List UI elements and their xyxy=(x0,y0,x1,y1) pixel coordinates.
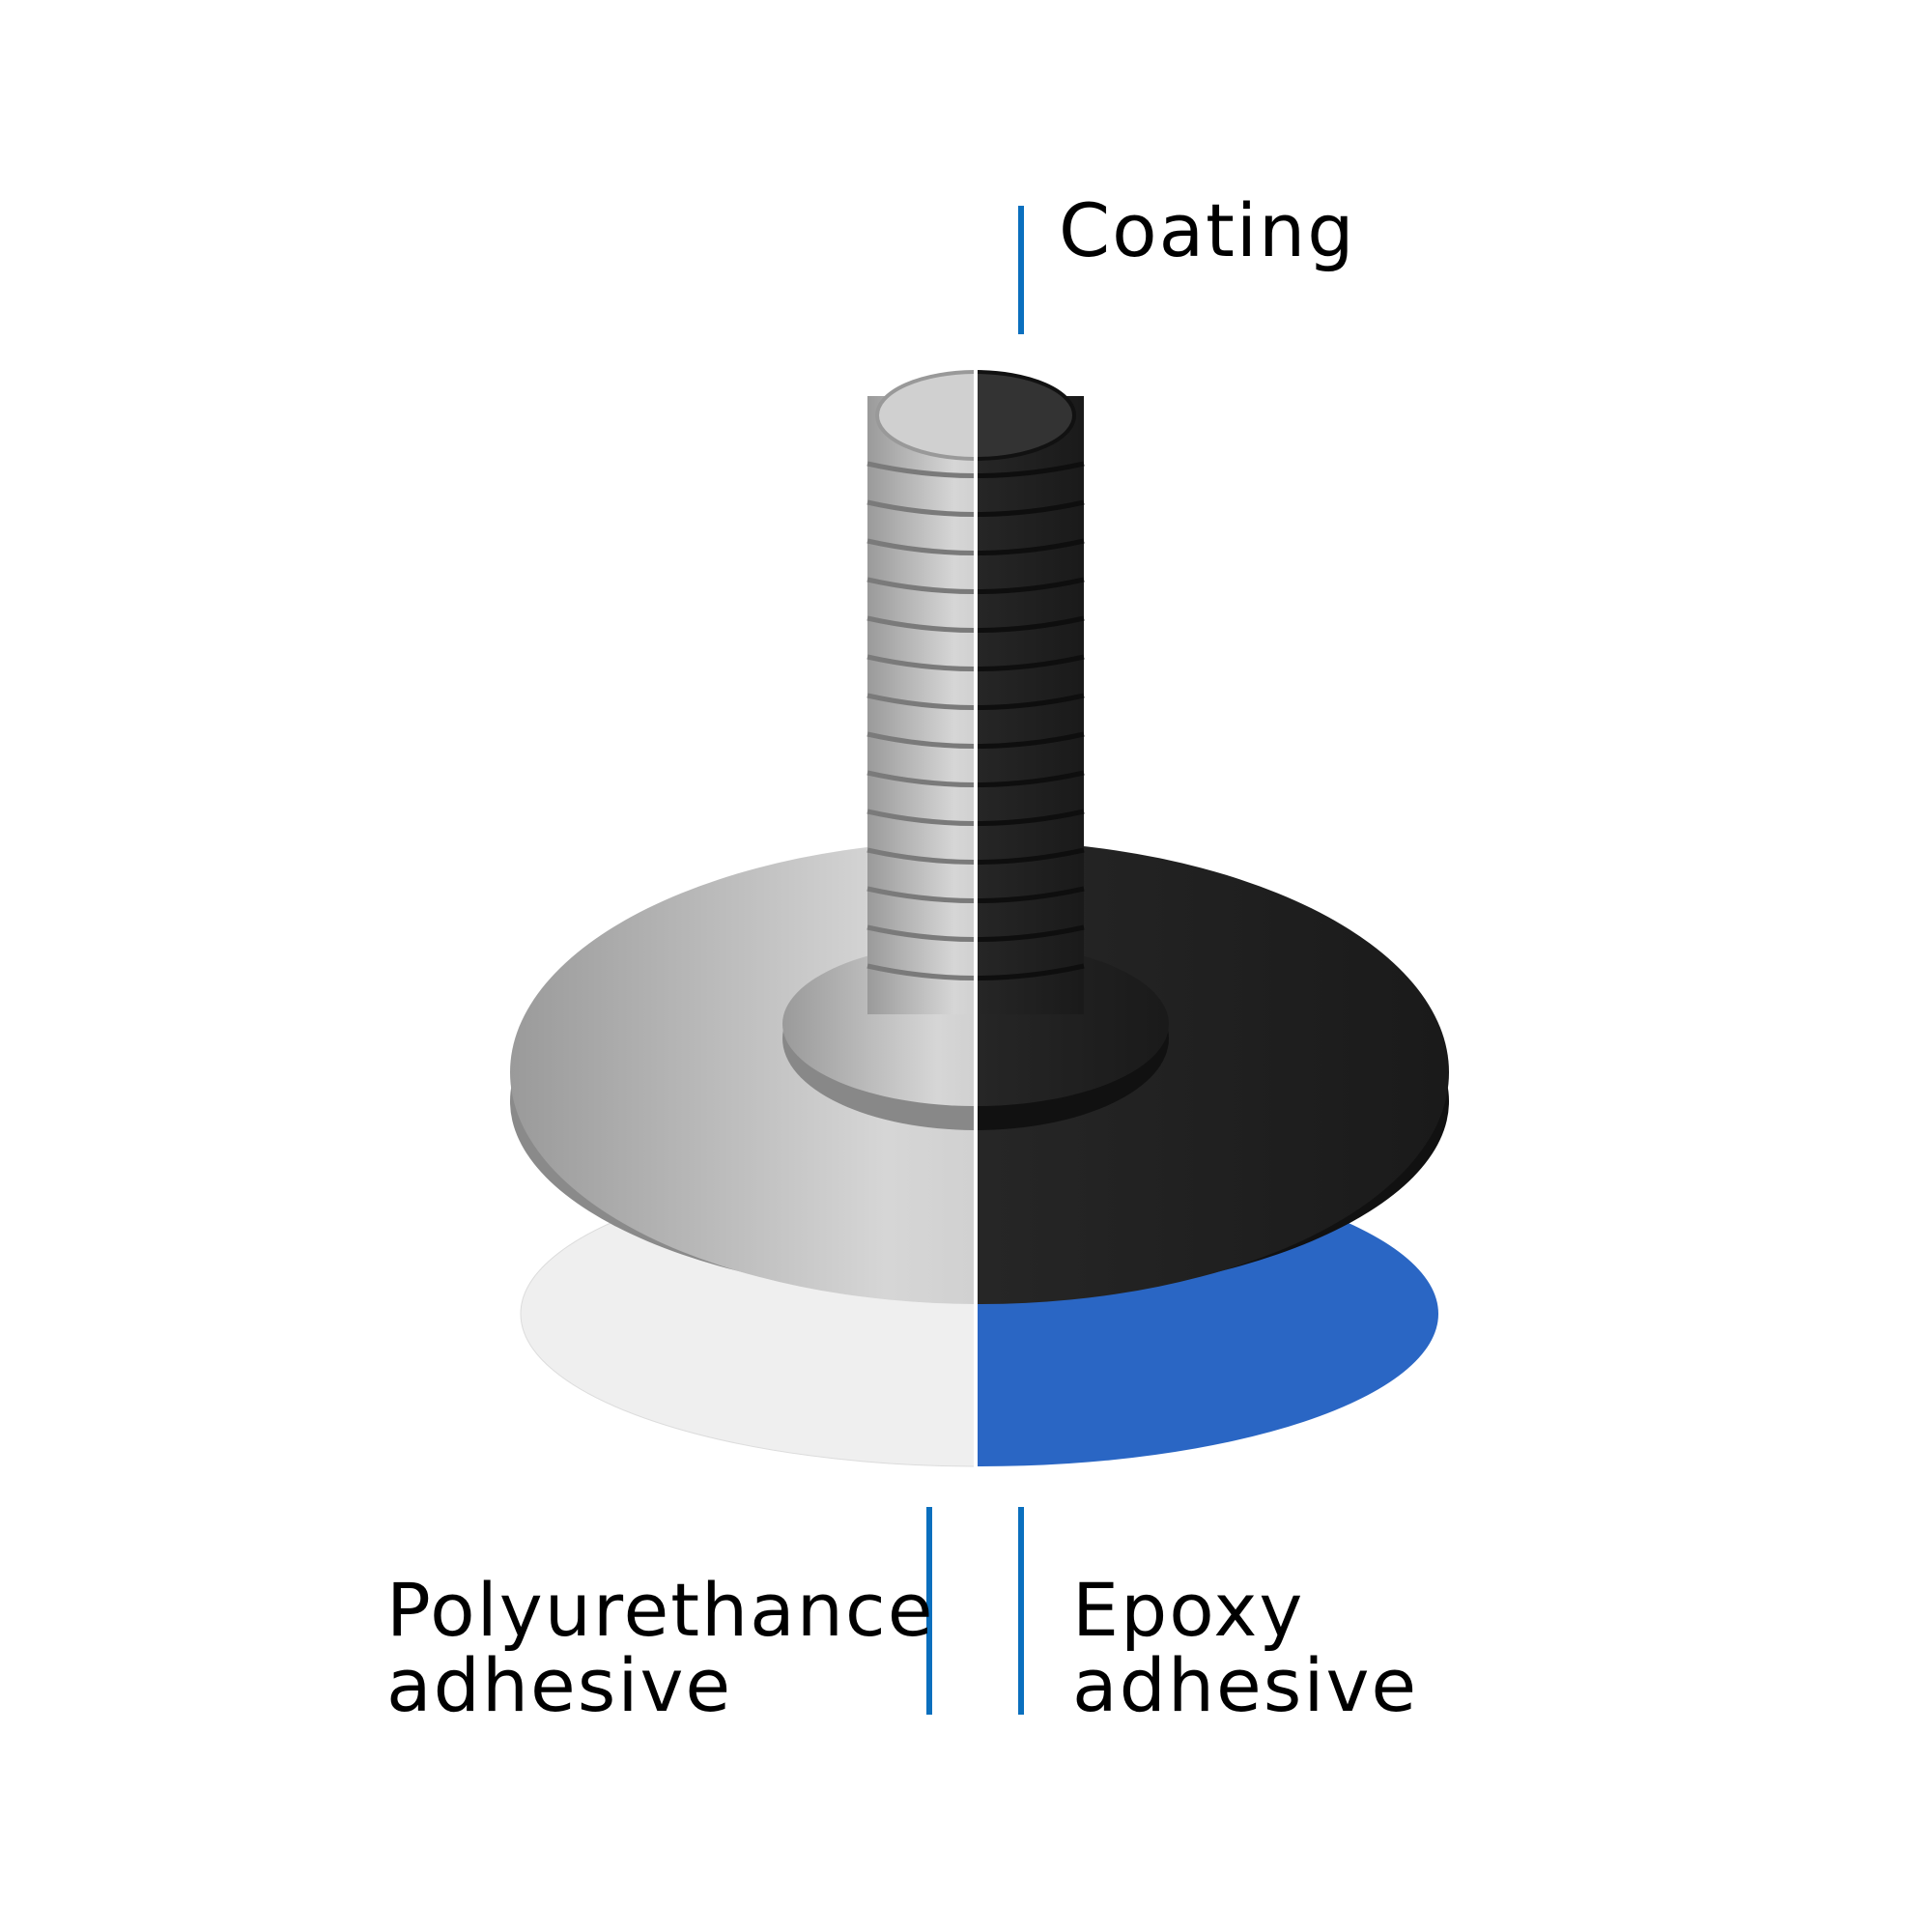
polyurethane-label: Polyurethance adhesive xyxy=(386,1573,934,1723)
epoxy-label-line1: Epoxy xyxy=(1072,1567,1305,1653)
coating-pointer-line xyxy=(1018,206,1024,334)
coated-half xyxy=(978,370,1449,1466)
polyurethane-label-line2: adhesive xyxy=(386,1642,733,1728)
coated-washer xyxy=(978,840,1449,1304)
uncoated-half xyxy=(510,370,974,1467)
coating-label: Coating xyxy=(1059,187,1356,273)
epoxy-label: Epoxy adhesive xyxy=(1072,1573,1418,1723)
epoxy-pointer-line xyxy=(1018,1507,1024,1715)
polyurethane-pointer-line xyxy=(926,1507,932,1715)
epoxy-label-line2: adhesive xyxy=(1072,1642,1419,1728)
polyurethane-label-line1: Polyurethance xyxy=(386,1567,935,1653)
washer xyxy=(510,840,974,1304)
